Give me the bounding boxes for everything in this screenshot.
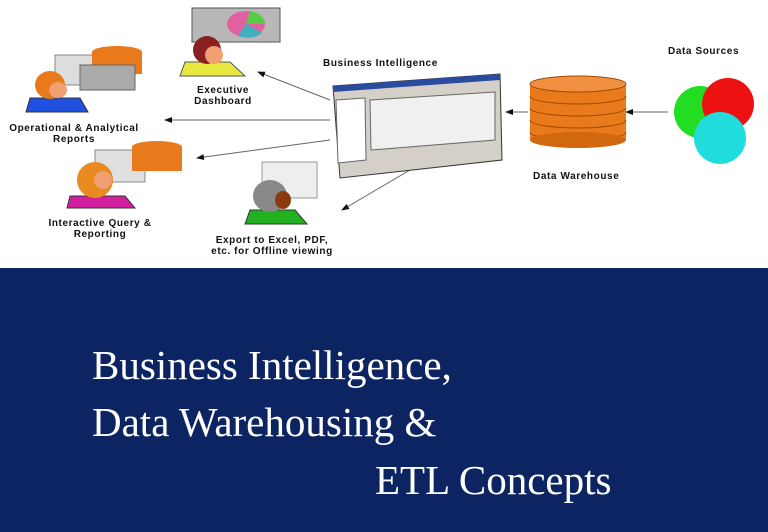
label-line: Interactive Query & — [48, 218, 152, 229]
data-warehouse-cylinder — [529, 75, 627, 148]
label-line: Dashboard — [194, 96, 252, 107]
title-line-1: Business Intelligence, — [92, 342, 452, 388]
label-line: Reporting — [73, 229, 127, 240]
label-data-sources: Data Sources — [668, 46, 740, 57]
label-interactive-query: Interactive Query & Reporting — [30, 218, 170, 240]
label-executive-dashboard: Executive Dashboard — [178, 85, 268, 107]
executive-dashboard-icon — [179, 7, 281, 77]
label-line: Reports — [53, 134, 95, 145]
export-icon — [244, 161, 318, 225]
label-line: Executive — [196, 85, 250, 96]
title-band: Business Intelligence, Data Warehousing … — [0, 268, 768, 532]
label-line: etc. for Offline viewing — [211, 246, 333, 257]
title-line-3: ETL Concepts — [375, 457, 612, 503]
title-line-2: Data Warehousing & — [92, 399, 437, 445]
label-business-intelligence: Business Intelligence — [323, 58, 438, 69]
data-sources-circles — [674, 78, 754, 164]
label-operational-reports: Operational & Analytical Reports — [0, 123, 154, 145]
operational-reports-icon — [25, 46, 142, 113]
bi-application-window — [332, 73, 503, 179]
label-data-warehouse: Data Warehouse — [533, 171, 620, 182]
label-line: Operational & Analytical — [9, 123, 139, 134]
bi-architecture-diagram: Business Intelligence Data Sources Data … — [0, 7, 754, 257]
label-line: Export to Excel, PDF, — [215, 235, 329, 246]
label-export: Export to Excel, PDF, etc. for Offline v… — [192, 235, 352, 257]
flow-arrows — [164, 71, 668, 211]
interactive-query-icon — [66, 141, 182, 209]
diagram-graphics — [25, 7, 754, 225]
